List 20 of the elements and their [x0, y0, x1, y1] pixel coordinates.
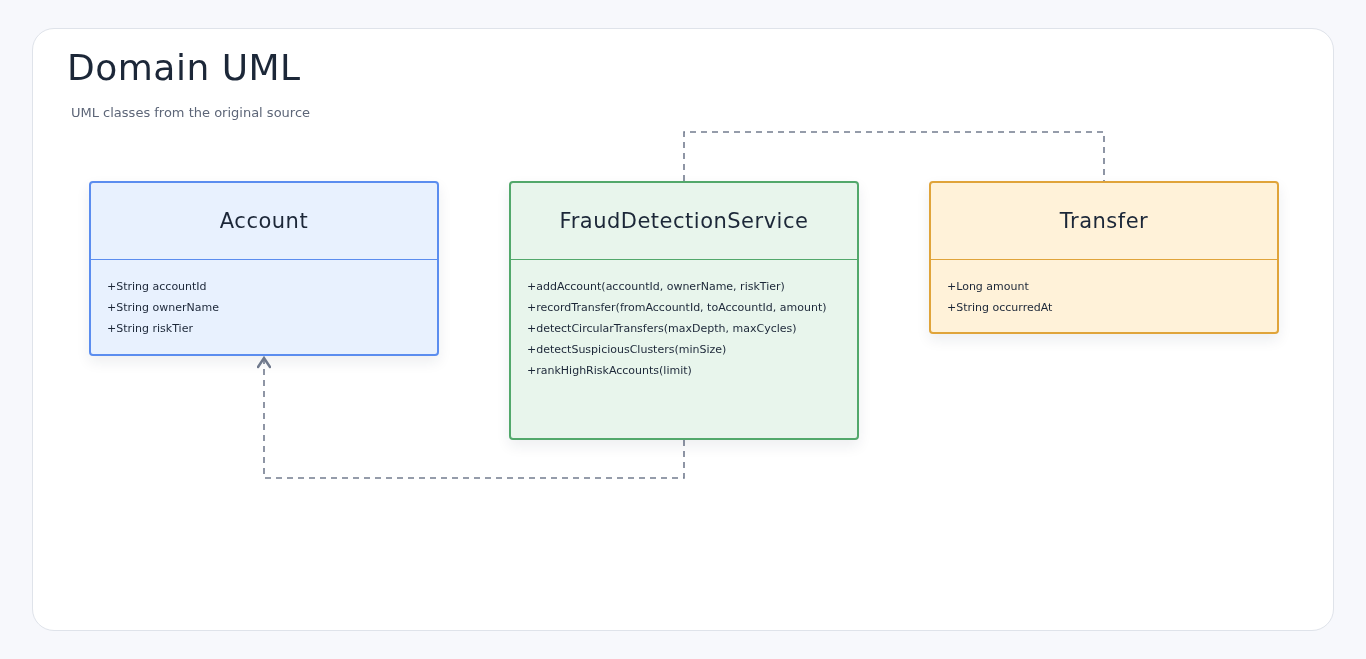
class-name: FraudDetectionService [559, 209, 809, 233]
class-member: +Long amount [947, 279, 1030, 295]
dependency-arrow [256, 356, 685, 479]
class-member: +String ownerName [107, 300, 220, 316]
connector-line [683, 131, 1105, 182]
class-box [929, 181, 1279, 334]
class-member: +rankHighRiskAccounts(limit) [527, 363, 693, 379]
class-member: +detectCircularTransfers(maxDepth, maxCycles) [527, 321, 798, 337]
class-member: +String accountId [107, 279, 208, 295]
class-member: +String occurredAt [947, 300, 1054, 316]
class-member: +recordTransfer(fromAccountId, toAccountId, amount) [527, 300, 828, 316]
class-member: +addAccount(accountId, ownerName, riskTier) [527, 279, 786, 295]
class-name: Account [219, 209, 309, 233]
diagram-caption: UML classes from the original source [71, 105, 311, 120]
class-name: Transfer [1059, 209, 1149, 233]
class-box [89, 181, 439, 356]
class-box [509, 181, 859, 440]
diagram-title: Domain UML [67, 47, 301, 88]
class-member: +detectSuspiciousClusters(minSize) [527, 342, 728, 358]
class-member: +String riskTier [107, 321, 194, 337]
